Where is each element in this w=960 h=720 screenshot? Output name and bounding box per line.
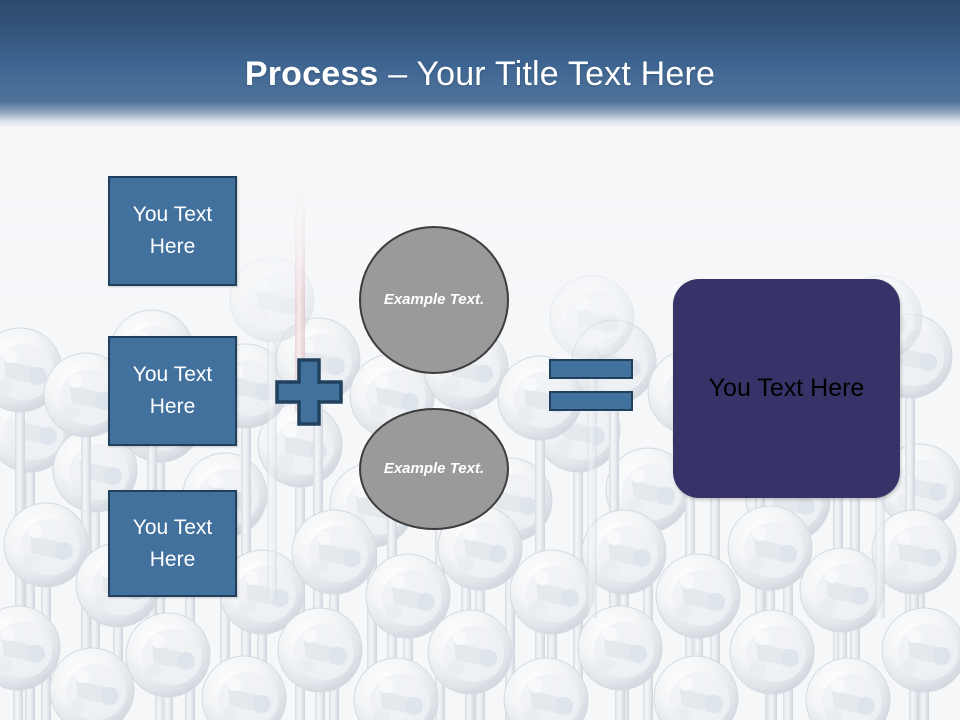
input-box-3-label: You Text Here xyxy=(132,515,213,571)
input-box-2[interactable]: You Text Here xyxy=(108,336,237,446)
input-box-2-label: You Text Here xyxy=(132,363,213,418)
page-title-bold: Process xyxy=(244,55,379,93)
page-title-rest: – Your Title Text Here xyxy=(378,55,716,93)
result-box[interactable]: You Text Here xyxy=(673,279,900,498)
slide-header: Process – Your Title Text Here xyxy=(0,0,960,128)
equals-operator-icon xyxy=(549,359,633,411)
equals-bar-top xyxy=(549,359,633,379)
equals-bar-bottom xyxy=(549,391,633,411)
input-box-1[interactable]: You Text Here xyxy=(108,176,237,286)
input-box-3[interactable]: You Text Here xyxy=(108,490,237,597)
plus-operator-icon xyxy=(275,358,343,426)
example-circle-1-label: Example Text. xyxy=(383,291,485,308)
page-title: Process – Your Title Text Here xyxy=(0,52,960,96)
example-circle-2[interactable]: Example Text. xyxy=(359,408,509,530)
input-box-1-label: You Text Here xyxy=(132,203,213,258)
example-circle-2-label: Example Text. xyxy=(383,460,485,477)
result-box-label: You Text Here xyxy=(708,374,865,402)
example-circle-1[interactable]: Example Text. xyxy=(359,226,509,374)
